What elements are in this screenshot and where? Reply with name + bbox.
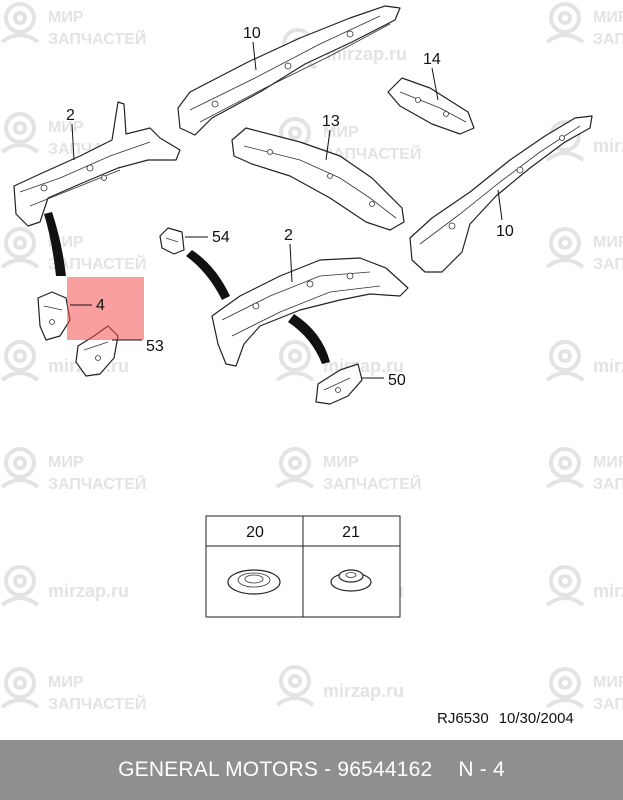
watermark-line1: МИР [323,454,359,471]
callout-label: 13 [322,113,340,130]
watermark-line2: ЗАПЧАСТЕЙ [593,29,623,48]
callout-label: 14 [423,51,441,68]
callout-13: 13 [322,113,340,161]
callout-label: 10 [496,223,514,240]
callout-2-center: 2 [284,227,293,283]
callout-50: 50 [362,372,406,389]
footer-title: GENERAL MOTORS - 96544162 [118,758,433,781]
part-2-front-rail-center[interactable] [211,257,409,367]
part-10-lower-rail[interactable] [409,115,593,273]
callout-label: 2 [66,107,75,124]
watermark-site: mirzap.ru [545,120,623,162]
highlight-box [67,277,144,340]
watermark-line2: ЗАПЧАСТЕЙ [48,29,146,48]
inset-table: 20 21 [205,515,401,618]
watermark-site-text: mirzap.ru [48,581,129,601]
watermark-site-text: mirzap.ru [593,136,623,156]
watermark-site: mirzap.ru [275,665,404,707]
inset-header-20: 20 [246,524,264,541]
watermark-logo: МИР ЗАПЧАСТЕЙ [275,447,421,493]
callout-label: 53 [146,338,164,355]
watermark-site: mirzap.ru [278,28,407,70]
callout-label: 50 [388,372,406,389]
footer-bar: GENERAL MOTORS - 96544162 N - 4 [0,740,623,800]
watermark-site-text: mirzap.ru [593,581,623,601]
watermark-line1: МИР [593,674,623,691]
part-21-grommet[interactable] [330,569,372,592]
watermark-site: mirzap.ru [545,565,623,607]
callout-53: 53 [112,338,164,355]
callout-label: 2 [284,227,293,244]
callout-14: 14 [423,51,441,101]
callout-4: 4 [70,297,105,314]
callout-label: 4 [96,297,105,314]
part-4-bracket[interactable] [37,291,71,341]
callout-label: 10 [243,25,261,42]
watermark-logo: МИР ЗАПЧАСТЕЙ [0,667,146,713]
watermark-logo: МИР ЗАПЧАСТЕЙ [545,667,623,713]
callout-2-left: 2 [66,107,75,161]
watermark-line1: МИР [48,119,84,136]
callout-10-right: 10 [496,189,514,240]
watermark-line1: МИР [593,454,623,471]
watermark-line2: ЗАПЧАСТЕЙ [593,254,623,273]
watermark-logo: МИР ЗАПЧАСТЕЙ [0,447,146,493]
watermark-line2: ЗАПЧАСТЕЙ [48,254,146,273]
watermark-logo: МИР ЗАПЧАСТЕЙ [545,2,623,48]
watermark-logo: МИР ЗАПЧАСТЕЙ [545,227,623,273]
watermark-layer: МИР ЗАПЧАСТЕЙ МИР ЗАПЧАСТЕЙ mirzap.ru МИ… [0,2,623,713]
watermark-logo: МИР ЗАПЧАСТЕЙ [0,2,146,48]
callout-label: 54 [212,229,230,246]
watermark-logo: МИР ЗАПЧАСТЕЙ [275,117,421,163]
watermark-site-text: mirzap.ru [323,681,404,701]
watermark-line2: ЗАПЧАСТЕЙ [593,474,623,493]
part-10-upper-rail[interactable] [177,5,401,136]
assembly-arrows [44,212,330,364]
watermark-site-text: mirzap.ru [593,356,623,376]
part-54-bracket[interactable] [159,227,185,255]
footer-page: N - 4 [458,758,505,781]
reference-code: RJ6530 10/30/2004 [437,710,574,727]
watermark-site: mirzap.ru [545,340,623,382]
reference-date: 10/30/2004 [498,710,574,727]
watermark-line1: МИР [593,9,623,26]
part-13-crossmember[interactable] [231,127,405,231]
watermark-site-text: mirzap.ru [326,44,407,64]
watermark-line1: МИР [48,454,84,471]
reference-code-id: RJ6530 [437,710,489,727]
callout-overlay: 4 53 [70,297,164,355]
watermark-line2: ЗАПЧАСТЕЙ [323,144,421,163]
callout-10-top: 10 [243,25,261,71]
watermark-line2: ЗАПЧАСТЕЙ [48,474,146,493]
part-2-front-rail-left[interactable] [13,101,181,227]
watermark-line1: МИР [48,674,84,691]
watermark-line2: ЗАПЧАСТЕЙ [48,694,146,713]
part-50-bracket[interactable] [315,363,363,405]
watermark-line2: ЗАПЧАСТЕЙ [593,694,623,713]
callout-54: 54 [185,229,230,246]
part-14-bracket[interactable] [387,77,475,135]
part-20-grommet[interactable] [227,569,281,595]
watermark-logo: МИР ЗАПЧАСТЕЙ [545,447,623,493]
inset-header-21: 21 [342,524,360,541]
watermark-line1: МИР [593,234,623,251]
watermark-line1: МИР [48,9,84,26]
watermark-line1: МИР [323,124,359,141]
watermark-site: mirzap.ru [0,565,129,607]
parts-diagram: МИР ЗАПЧАСТЕЙ МИР ЗАПЧАСТЕЙ mirzap.ru МИ… [0,2,623,713]
watermark-line2: ЗАПЧАСТЕЙ [323,474,421,493]
